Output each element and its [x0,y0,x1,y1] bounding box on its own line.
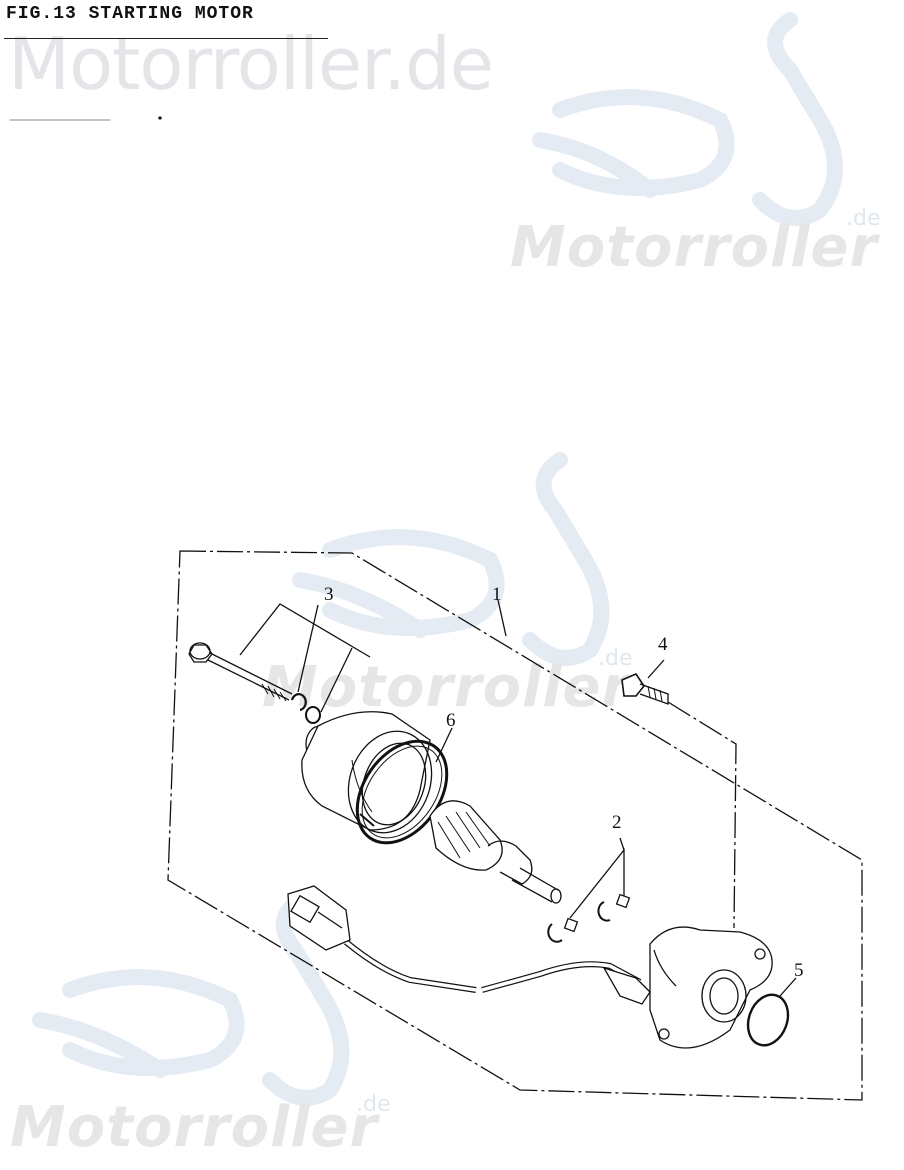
watermark-logo-suffix: .de [846,206,881,231]
watermark-logo-suffix: .de [356,1092,391,1117]
leader-line [569,848,625,919]
watermark-logo-text: Motorroller [510,215,879,280]
assembly-outline [167,550,863,1101]
leader-line [619,837,625,851]
armature [429,800,562,904]
stray-dot [158,116,162,120]
leader-line [239,603,371,658]
lead-wire-inner [344,940,477,992]
o-ring-inner [361,745,443,839]
o-ring [746,993,790,1047]
dashed-guide [667,701,737,929]
title-underline [4,38,328,39]
connector [287,885,351,951]
scooter-watermark-icon [532,12,843,226]
leader-line [497,599,507,637]
scooter-watermark-icon [292,452,610,666]
cable-boot [602,966,651,1005]
callout-5: 5 [794,960,804,981]
washer [305,706,321,724]
callout-1: 1 [492,584,502,605]
watermark-logo-suffix: .de [598,646,633,671]
brush [547,917,579,943]
through-bolt [188,642,293,702]
lead-wire [344,939,477,993]
brush [597,893,631,922]
mounting-bolt [621,673,669,705]
end-cover [649,926,773,1049]
lock-washer [290,693,307,712]
scooter-watermark-icon [32,892,350,1106]
leader-line [779,977,797,997]
callout-2: 2 [612,812,622,833]
leader-line [320,647,353,713]
callout-6: 6 [446,710,456,731]
watermark-logo-text: Motorroller [10,1095,379,1160]
leader-line [435,727,453,763]
callout-3: 3 [324,584,334,605]
callout-4: 4 [658,634,668,655]
leader-line [297,604,319,693]
watermark-text: Motorroller.de [8,22,494,106]
figure-title: FIG.13 STARTING MOTOR [6,4,254,24]
leader-line [647,659,665,679]
lead-wire-inner [481,962,641,992]
